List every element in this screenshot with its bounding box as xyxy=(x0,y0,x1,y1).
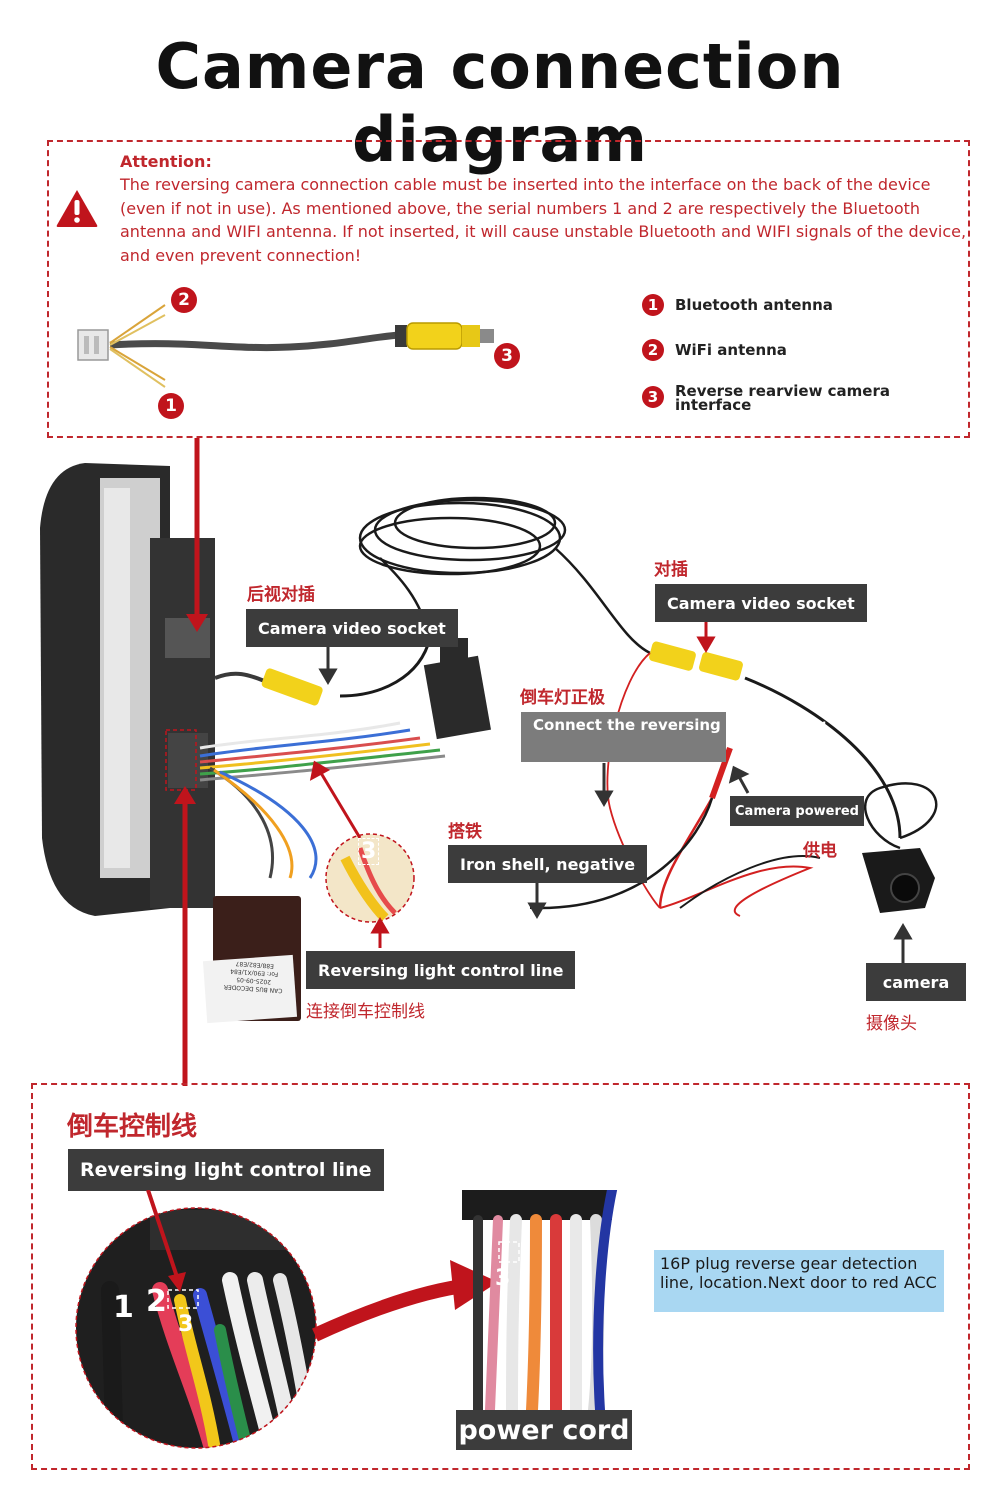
wiring-diagram xyxy=(40,438,938,1086)
label-camera-powered: Camera powered xyxy=(730,796,864,826)
label-camera-video-socket-right: Camera video socket xyxy=(655,584,867,622)
zoom-marker: 3 xyxy=(358,838,380,865)
label-power-supply-cn: 供电 xyxy=(803,841,837,861)
label-rear-view-cn: 后视对插 xyxy=(247,585,315,605)
label-mating-cn: 对插 xyxy=(654,560,688,580)
plug-pin-marker-3: 3 xyxy=(495,1266,511,1291)
label-connect-reverse-control-cn: 连接倒车控制线 xyxy=(306,1002,425,1022)
attention-heading: Attention: xyxy=(120,152,212,171)
legend-badge-2: 2 xyxy=(642,339,664,361)
cable-marker-1: 1 xyxy=(158,393,184,419)
label-reversing-light-control-line: Reversing light control line xyxy=(306,951,576,989)
attention-body: The reversing camera connection cable mu… xyxy=(120,175,967,265)
cable-marker-3: 3 xyxy=(494,343,520,369)
pin-number-3: 3 xyxy=(178,1312,194,1337)
warning-triangle-icon xyxy=(56,190,98,227)
antenna-camera-cable xyxy=(77,304,494,388)
page-title: Camera connection diagram xyxy=(155,30,845,176)
label-grounding-cn: 搭铁 xyxy=(448,822,482,842)
pin-number-1: 1 xyxy=(113,1290,134,1325)
decoder-label: CAN BUS DECODER 2025-09-05 For: E90/X1/E… xyxy=(209,957,299,995)
reverse-detection-note: 16P plug reverse gear detection line, lo… xyxy=(654,1250,944,1312)
legend-badge-1: 1 xyxy=(642,294,664,316)
reverse-line-detail-panel xyxy=(31,1083,970,1470)
label-connect-reverse-power: Connect the reversing lamp power xyxy=(521,712,825,762)
legend-label-camera-interface: Reverse rearview camera interface xyxy=(675,382,890,414)
bottom-heading-cn: 倒车控制线 xyxy=(67,1112,198,1142)
label-iron-shell-negative: Iron shell, negative xyxy=(448,845,648,883)
bottom-reversing-light-control-line: Reversing light control line xyxy=(68,1149,384,1191)
legend-label-wifi: WiFi antenna xyxy=(675,341,787,359)
attention-panel xyxy=(47,140,970,438)
rear-camera xyxy=(862,848,935,913)
label-reverse-lamp-positive-cn: 倒车灯正极 xyxy=(520,688,605,708)
cable-marker-2: 2 xyxy=(171,287,197,313)
label-camera: camera xyxy=(866,963,966,1001)
legend-label-bluetooth: Bluetooth antenna xyxy=(675,296,833,314)
legend-badge-3: 3 xyxy=(642,386,664,408)
power-cord-label: power cord xyxy=(456,1410,632,1450)
label-camera-cn: 摄像头 xyxy=(866,1014,917,1034)
legend-item-camera-interface: 3 Reverse rearview camera interface xyxy=(642,382,905,414)
connector-closeup xyxy=(75,1190,618,1449)
head-unit xyxy=(40,463,215,916)
legend-item-bluetooth: 1 Bluetooth antenna xyxy=(642,294,833,316)
can-bus-decoder xyxy=(202,896,301,1024)
pin-number-2: 2 xyxy=(146,1284,167,1319)
legend-item-wifi: 2 WiFi antenna xyxy=(642,339,787,361)
label-camera-video-socket-left: Camera video socket xyxy=(246,609,458,647)
